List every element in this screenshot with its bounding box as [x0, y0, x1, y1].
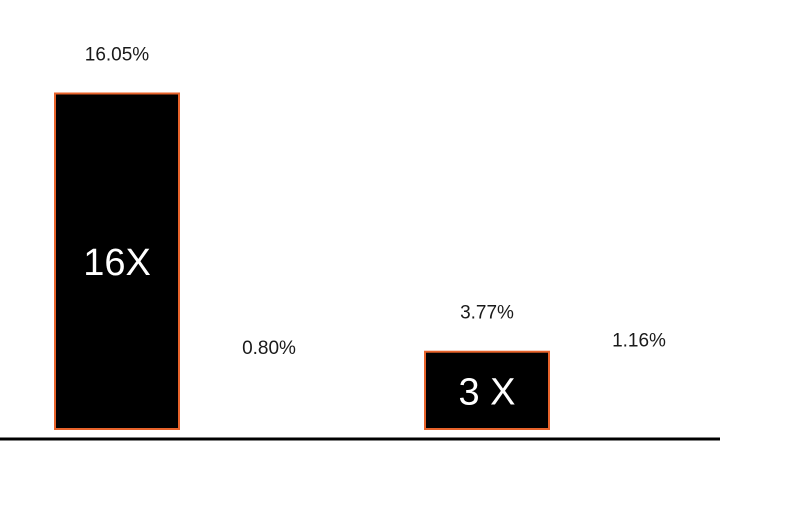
bar-2-1: [424, 350, 550, 431]
data-label-1-2: 0.80%: [242, 338, 296, 359]
bar-1-1: [54, 92, 180, 431]
data-label-2-1: 3.77%: [460, 303, 514, 324]
multiplier-label-1: 16X: [83, 242, 151, 284]
data-label-2-2: 1.16%: [612, 331, 666, 352]
multiplier-label-2: 3 X: [458, 371, 515, 413]
data-label-1-1: 16.05%: [85, 44, 150, 65]
